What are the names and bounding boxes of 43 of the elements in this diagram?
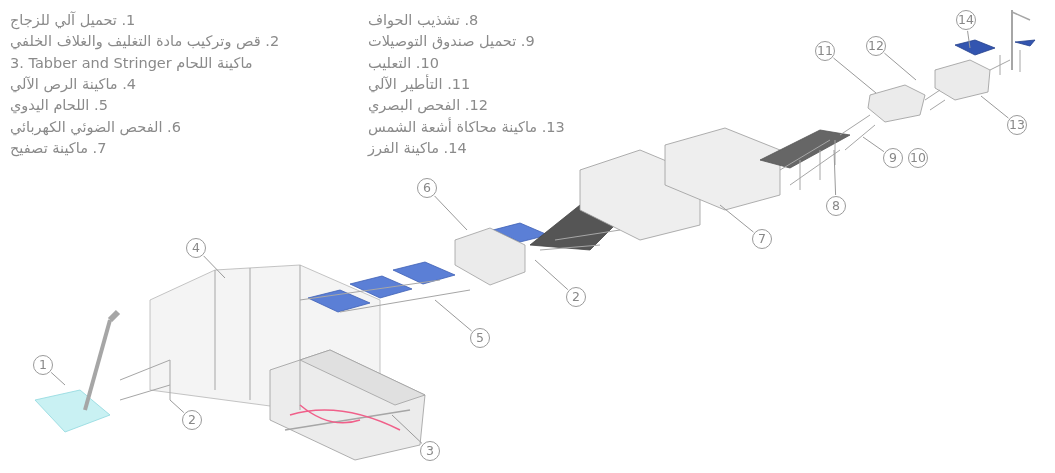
legend-text: 2. قص وتركيب مادة التغليف والغلاف الخلفي [10, 32, 280, 52]
callout-number: 2 [566, 287, 586, 307]
legend-text: 7. ماكينة تصفيح [10, 138, 107, 158]
legend-text: 12. الفحص البصري [368, 96, 488, 116]
callout-number: 7 [752, 229, 772, 249]
leader-line [50, 371, 66, 386]
callout-number: 11 [815, 41, 835, 61]
legend-text: 3. Tabber and Stringer ماكينة اللحام [10, 53, 253, 73]
legend-text: 13. ماكينة محاكاة أشعة الشمس [368, 116, 565, 137]
leader-line [434, 195, 468, 231]
legend-text: 11. التأطير الآلي [368, 73, 471, 94]
legend-text: 10. التعليب [368, 53, 439, 73]
leader-line [719, 204, 754, 233]
callout-number: 3 [420, 441, 440, 461]
leader-line [203, 255, 226, 279]
callout-number: 2 [182, 410, 202, 430]
callout-number: 12 [866, 36, 886, 56]
leader-line [534, 259, 569, 291]
leader-line [391, 414, 423, 444]
callout-number: 14 [956, 10, 976, 30]
legend-text: 9. تحميل صندوق التوصيلات [368, 32, 535, 52]
legend-text: 6. الفحص الضوئي الكهربائي [10, 117, 181, 137]
leader-line [883, 52, 917, 81]
callout-number: 5 [470, 328, 490, 348]
callout-number: 6 [417, 178, 437, 198]
callout-number: 9 [883, 148, 903, 168]
leader-line [833, 57, 877, 94]
legend-text: 8. تشذيب الحواف [368, 11, 479, 30]
legend-text: 1. تحميل آلي للزجاج [10, 10, 136, 30]
leader-line [862, 136, 885, 153]
callout-number: 10 [908, 148, 928, 168]
callout-number: 4 [186, 238, 206, 258]
callout-number: 1 [33, 355, 53, 375]
callout-number: 13 [1007, 115, 1027, 135]
legend-text: 4. ماكينة الرص الآلي [10, 74, 137, 94]
leader-line [833, 149, 837, 196]
leader-line [980, 95, 1009, 119]
leader-line [434, 299, 473, 332]
legend-text: 14. ماكينة الفرز [368, 138, 467, 158]
callout-number: 8 [826, 196, 846, 216]
leader-line [967, 30, 971, 49]
leader-line [169, 399, 185, 414]
legend-text: 5. اللحام اليدوي [10, 96, 108, 116]
